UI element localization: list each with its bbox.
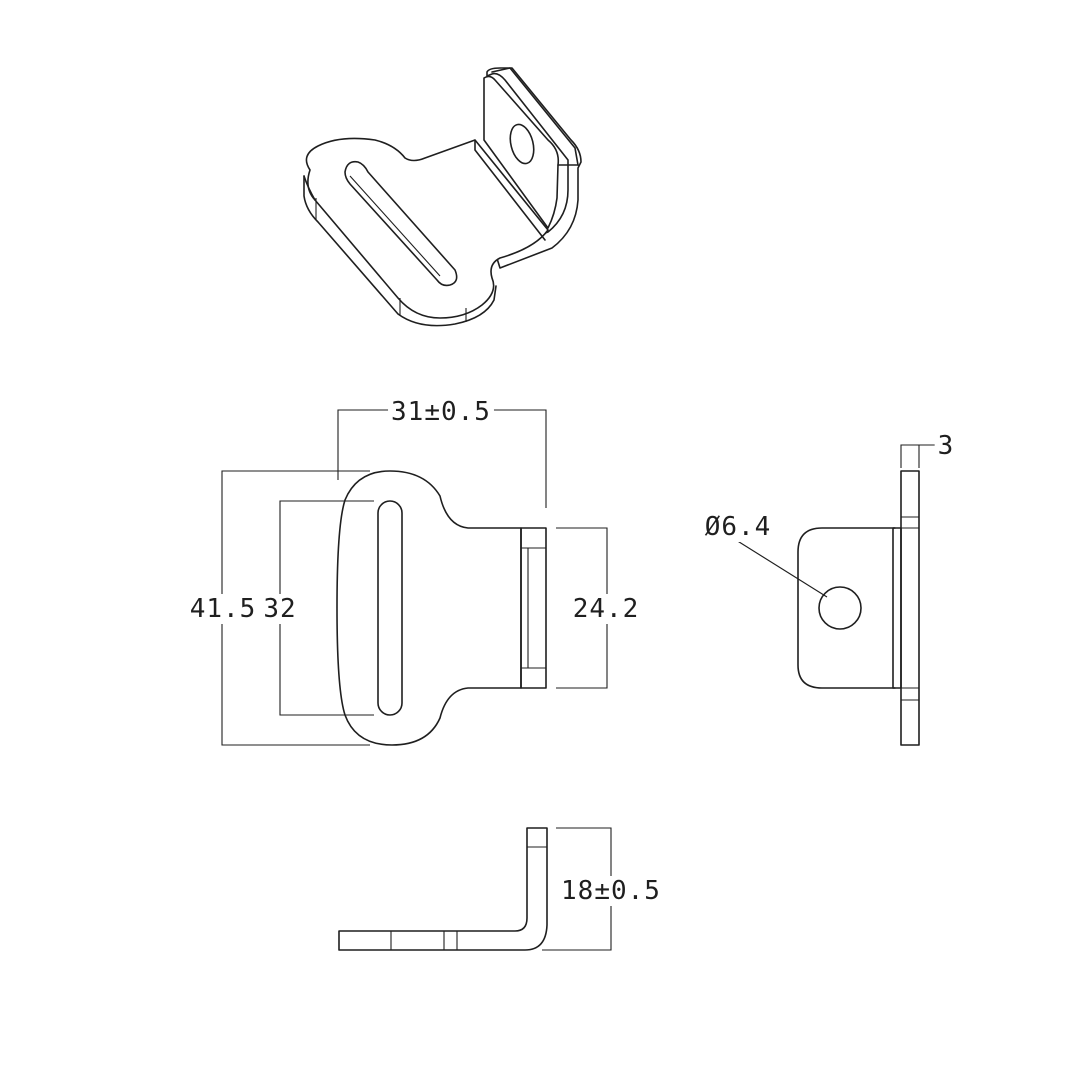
- profile-view: 18±0.5: [338, 827, 664, 951]
- front-outline: [336, 470, 522, 746]
- iso-base-plate: [305, 137, 549, 319]
- iso-upright-front: [483, 75, 560, 229]
- side-plate-bend: [892, 527, 902, 689]
- dim-label-backing: [934, 431, 958, 461]
- iso-slot: [344, 160, 458, 287]
- iso-upright-fold: [474, 139, 546, 241]
- dim-thickness-label: 3: [938, 431, 955, 461]
- dim-label-backing: [558, 876, 664, 906]
- side-tab-outline: [797, 527, 896, 689]
- front-tab-edge: [520, 527, 547, 689]
- side-view: 3 Ø6.4: [701, 431, 958, 746]
- side-hole: [818, 586, 862, 630]
- front-slot: [377, 500, 403, 716]
- profile-outline: [338, 827, 548, 951]
- dim-label-backing: [569, 594, 643, 624]
- dim-tab-width-label: 24.2: [573, 594, 640, 624]
- dim-overall-height-label: 41.5: [190, 594, 257, 624]
- side-plate-edge: [900, 470, 920, 746]
- dim-label-backing: [186, 594, 260, 624]
- dim-label-backing: [701, 512, 775, 542]
- iso-base-thickness-left: [303, 175, 316, 201]
- dim-hole-label: Ø6.4: [705, 512, 772, 542]
- iso-upright-top-edge: [491, 67, 579, 166]
- dim-bend-height-label: 18±0.5: [561, 876, 661, 906]
- iso-base-thickness: [303, 175, 497, 327]
- isometric-view: [303, 67, 582, 327]
- iso-hole: [509, 123, 535, 165]
- dim-thickness-lines: [900, 444, 938, 468]
- iso-upright-plate: [486, 67, 582, 269]
- dim-top-width-lines: [337, 409, 547, 508]
- front-view: 31±0.5 41.5 32 24.2: [186, 397, 643, 746]
- dim-top-width-label: 31±0.5: [391, 397, 491, 427]
- iso-slot-inner: [349, 175, 441, 277]
- dim-label-backing: [388, 397, 494, 427]
- dim-slot-length-label: 32: [263, 594, 296, 624]
- dim-label-backing: [260, 594, 300, 624]
